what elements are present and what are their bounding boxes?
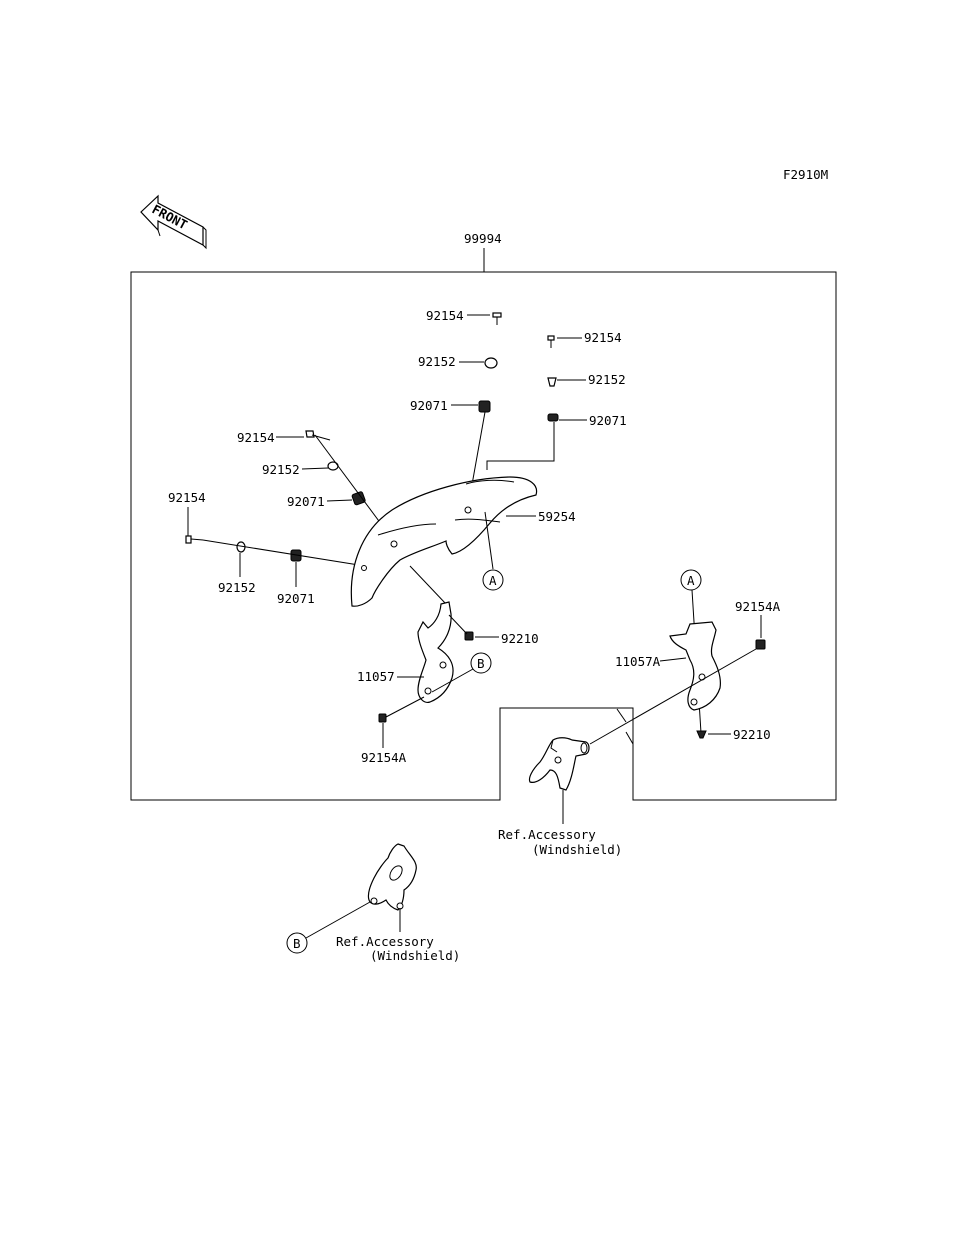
part-92152-left: 92152 — [218, 580, 256, 595]
figure-code: F2910M — [783, 167, 828, 182]
part-92071-right: 92071 — [589, 413, 627, 428]
part-92154-left: 92154 — [168, 490, 206, 505]
accessory-2-line1: Ref.Accessory — [336, 934, 434, 949]
right-stack-axis — [486, 422, 555, 470]
ref-b-label: B — [293, 936, 301, 951]
accessory-1-line1: Ref.Accessory — [498, 827, 596, 842]
part-11057: 11057 — [357, 669, 395, 684]
grommet-icon — [547, 413, 559, 422]
kit-number-label: 99994 — [464, 231, 502, 246]
part-59254: 59254 — [538, 509, 576, 524]
front-arrow-icon — [140, 194, 207, 250]
ref-a-label: A — [687, 573, 695, 588]
left-stack-axis — [202, 539, 366, 567]
part-92210-right: 92210 — [733, 727, 771, 742]
bolt-icon — [492, 312, 502, 325]
accessory-mount-part — [367, 843, 417, 911]
bracket-11057-part — [417, 601, 454, 703]
accessory-mount-part — [528, 737, 590, 791]
ref-a-circle — [482, 569, 504, 591]
part-92071-left: 92071 — [277, 591, 315, 606]
ref-a-label: A — [489, 573, 497, 588]
part-92152-top: 92152 — [418, 354, 456, 369]
ref-b-circle — [286, 932, 308, 954]
part-11057A: 11057A — [615, 654, 661, 669]
ref-a-circle — [680, 569, 702, 591]
bolt-icon — [755, 639, 766, 650]
part-92152-midleft: 92152 — [262, 462, 300, 477]
part-92071-midleft: 92071 — [287, 494, 325, 509]
part-92154A-left: 92154A — [361, 750, 407, 765]
bolt-icon — [185, 535, 204, 544]
bolt-icon — [378, 713, 387, 723]
accessory-1-line2: (Windshield) — [532, 842, 622, 857]
part-92154-top: 92154 — [426, 308, 464, 323]
washer-icon — [547, 377, 557, 387]
washer-icon — [484, 357, 498, 369]
bracket-11057A-part — [669, 621, 721, 711]
part-92071-top: 92071 — [410, 398, 448, 413]
kit-frame — [130, 271, 837, 801]
ref-b-circle — [470, 652, 492, 674]
bolt-icon — [547, 335, 555, 348]
grommet-icon — [351, 491, 366, 506]
windshield-part — [350, 476, 538, 607]
part-92154A-right: 92154A — [735, 599, 781, 614]
part-92154-midleft: 92154 — [237, 430, 275, 445]
part-92152-right: 92152 — [588, 372, 626, 387]
nut-icon — [696, 730, 707, 739]
ref-b-label: B — [477, 656, 485, 671]
part-92154-right: 92154 — [584, 330, 622, 345]
grommet-icon — [478, 400, 491, 413]
part-92210-left: 92210 — [501, 631, 539, 646]
accessory-2-line2: (Windshield) — [370, 948, 460, 963]
ref-a-leader-left — [484, 511, 494, 570]
